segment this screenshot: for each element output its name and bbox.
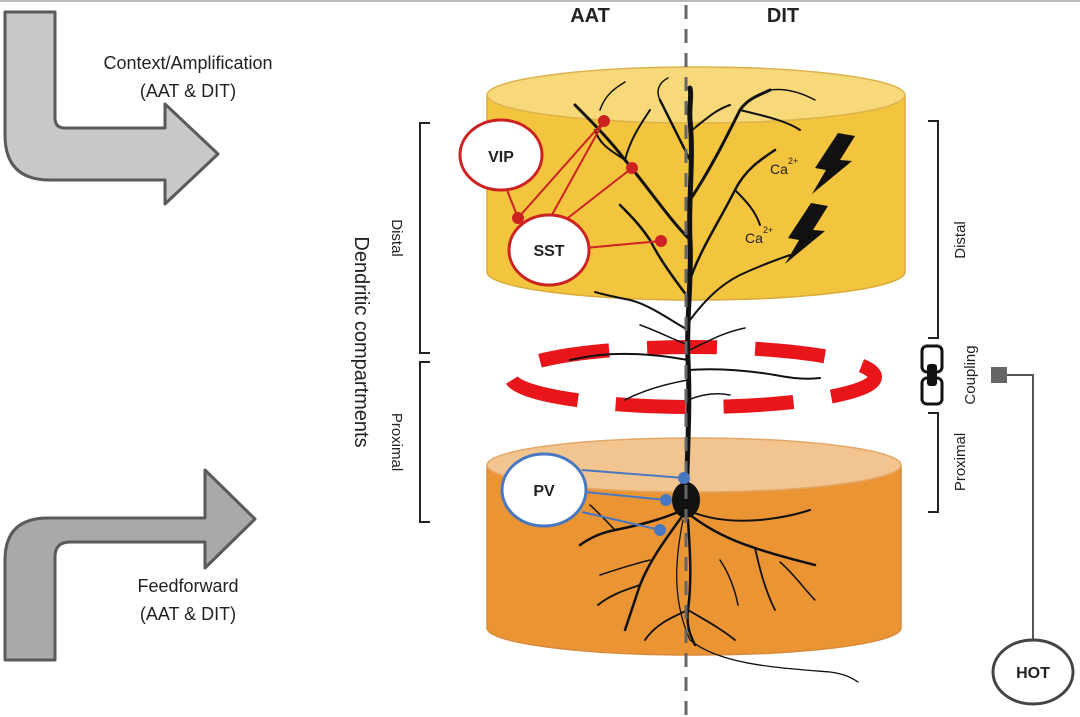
lightning-icon xyxy=(785,203,828,264)
aat-header: AAT xyxy=(570,5,610,27)
right-distal-label: Distal xyxy=(952,221,969,259)
vip-node xyxy=(458,118,544,192)
pv-label: PV xyxy=(533,483,555,500)
dendritic-compartments-label: Dendritic compartments xyxy=(350,236,372,447)
dit-header: DIT xyxy=(767,5,799,27)
calcium-spike-2: Ca 2+ xyxy=(745,203,828,264)
red-connections xyxy=(499,115,667,249)
ca-label-2: Ca xyxy=(745,230,763,246)
feedforward-arrow xyxy=(3,468,257,662)
soma xyxy=(672,482,700,518)
vip-label: VIP xyxy=(488,149,514,166)
ca-charge-1: 2+ xyxy=(788,156,798,166)
lightning-icon xyxy=(812,133,855,194)
hot-connector xyxy=(1000,374,1034,643)
context-label-line2: (AAT & DIT) xyxy=(140,81,236,101)
ca-charge-2: 2+ xyxy=(763,225,773,235)
proximal-cylinder xyxy=(486,437,902,656)
feedforward-label-line2: (AAT & DIT) xyxy=(140,604,236,624)
coupling-ring xyxy=(504,340,882,414)
feedforward-label-line1: Feedforward xyxy=(137,576,238,596)
sst-node xyxy=(507,213,591,287)
connector-plug-icon xyxy=(991,367,1007,383)
right-distal-bracket xyxy=(928,120,939,339)
sst-label: SST xyxy=(533,243,564,260)
context-amplification-arrow xyxy=(3,10,220,206)
hot-node xyxy=(991,638,1075,706)
coupling-label: Coupling xyxy=(962,345,979,404)
right-proximal-bracket xyxy=(928,412,939,513)
left-proximal-bracket xyxy=(419,361,430,523)
ca-label-1: Ca xyxy=(770,161,788,177)
left-proximal-label: Proximal xyxy=(388,413,405,471)
calcium-spike-1: Ca 2+ xyxy=(770,133,855,194)
pv-node xyxy=(500,452,588,528)
pyramidal-neuron xyxy=(569,77,859,683)
left-distal-label: Distal xyxy=(388,219,405,257)
right-proximal-label: Proximal xyxy=(952,433,969,491)
coupling-link-icon xyxy=(920,344,944,406)
hot-label: HOT xyxy=(1016,665,1050,682)
blue-connections xyxy=(581,469,690,536)
context-label-line1: Context/Amplification xyxy=(103,53,272,73)
left-distal-bracket xyxy=(419,122,430,354)
